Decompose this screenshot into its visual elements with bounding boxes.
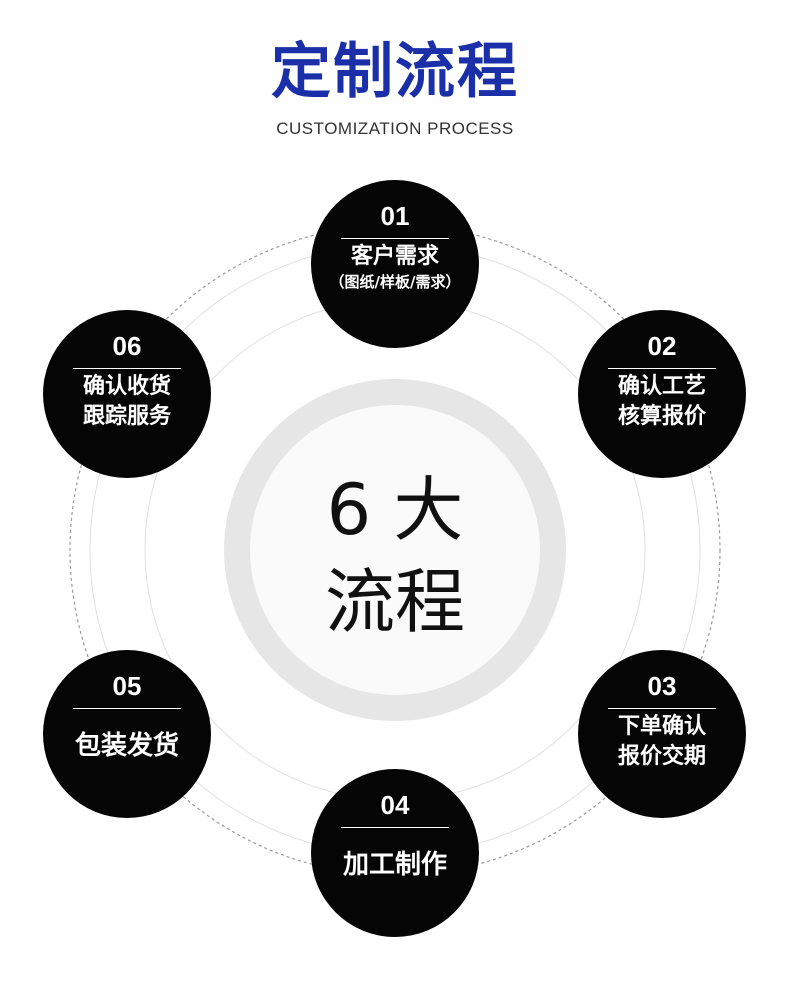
step-number: 03 [647, 671, 677, 701]
step-node-05: 05 包装发货 [43, 650, 211, 818]
step-divider [608, 708, 716, 709]
center-title-line1: 6 大 [326, 469, 464, 551]
step-number: 01 [380, 201, 410, 231]
step-label-line1: 下单确认 [617, 714, 706, 739]
step-label-line1: 包装发货 [74, 731, 179, 761]
step-node-06: 06 确认收货 跟踪服务 [43, 310, 211, 478]
page-subtitle: CUSTOMIZATION PROCESS [276, 119, 514, 138]
step-label-line1: 客户需求 [350, 244, 439, 269]
step-node-03: 03 下单确认 报价交期 [578, 650, 746, 818]
center-disc [235, 390, 555, 710]
step-node-01: 01 客户需求 （图纸/样板/需求） [311, 180, 479, 348]
step-label-line2: 跟踪服务 [82, 404, 171, 429]
step-label-line2: 核算报价 [617, 404, 706, 429]
step-divider [73, 708, 181, 709]
center-thick-ring [224, 379, 566, 721]
step-label-note: （图纸/样板/需求） [329, 273, 461, 291]
step-number: 04 [380, 790, 410, 820]
step-node-04: 04 加工制作 [311, 769, 479, 937]
step-divider [341, 238, 449, 239]
step-node-02: 02 确认工艺 核算报价 [578, 310, 746, 478]
step-number: 06 [112, 331, 142, 361]
step-divider [608, 368, 716, 369]
page-title: 定制流程 [271, 37, 519, 107]
step-label-line2: 报价交期 [617, 744, 706, 769]
center-title-line2: 流程 [325, 561, 465, 643]
step-number: 05 [112, 671, 142, 701]
step-divider [341, 827, 449, 828]
step-number: 02 [647, 331, 677, 361]
step-divider [73, 368, 181, 369]
step-label-line1: 加工制作 [342, 850, 447, 880]
step-label-line1: 确认收货 [82, 374, 171, 399]
step-label-line1: 确认工艺 [617, 374, 706, 399]
